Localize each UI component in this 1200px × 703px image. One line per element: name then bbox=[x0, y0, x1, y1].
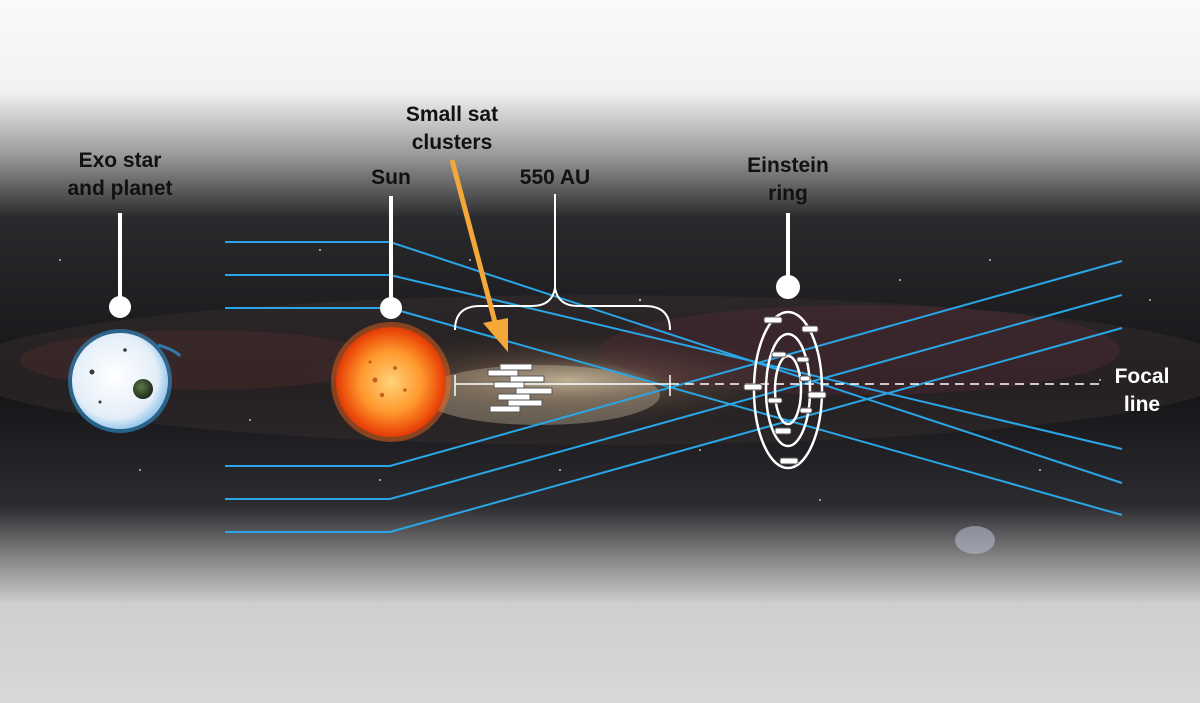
small-sat-arrow bbox=[449, 159, 508, 352]
exo-star bbox=[72, 333, 168, 429]
small-sat-label-line-2: clusters bbox=[411, 131, 493, 154]
focal-line-label-line-2: line bbox=[1123, 393, 1161, 416]
exo-planet bbox=[133, 379, 153, 399]
einstein-ring-label-line-1: Einstein bbox=[747, 154, 829, 177]
focal-line-label: Focal line bbox=[1100, 363, 1184, 419]
exo-star-label: Exo star and planet bbox=[40, 147, 200, 203]
einstein-ring-pointer-dot bbox=[776, 275, 800, 299]
sun-pointer-dot bbox=[380, 297, 402, 319]
distance-label: 550 AU bbox=[495, 164, 615, 192]
focal-line-label-line-1: Focal bbox=[1114, 365, 1170, 388]
small-sat-label: Small sat clusters bbox=[372, 101, 532, 157]
ring-satellites bbox=[743, 316, 827, 465]
small-sat-label-line-1: Small sat bbox=[405, 103, 499, 126]
sun-label-text: Sun bbox=[371, 166, 411, 189]
exo-star-label-line-1: Exo star bbox=[78, 149, 162, 172]
light-ray-bottom-1 bbox=[225, 260, 1123, 467]
exo-star-pointer-dot bbox=[109, 296, 131, 318]
sun bbox=[331, 322, 451, 442]
einstein-ring-label-line-2: ring bbox=[768, 182, 808, 205]
light-ray-bottom-2 bbox=[225, 294, 1123, 500]
small-sat-clusters bbox=[487, 363, 553, 413]
light-ray-bottom-3 bbox=[225, 327, 1123, 533]
sun-label: Sun bbox=[351, 164, 431, 192]
exo-star-label-line-2: and planet bbox=[67, 177, 173, 200]
einstein-ring-label: Einstein ring bbox=[718, 152, 858, 208]
distance-label-text: 550 AU bbox=[519, 166, 591, 189]
exo-star-and-planet bbox=[68, 329, 182, 433]
